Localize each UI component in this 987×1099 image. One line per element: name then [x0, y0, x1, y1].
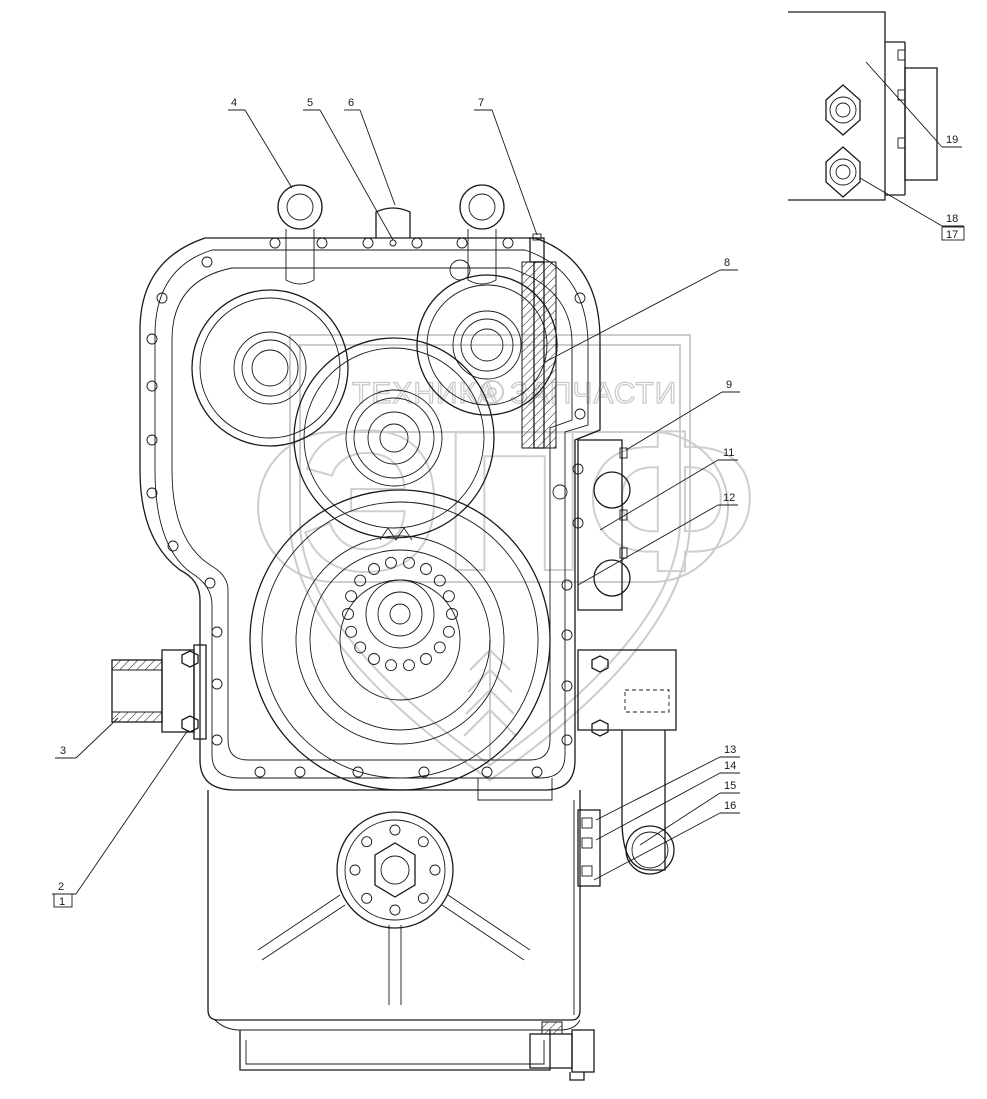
callout-1: 1 [59, 896, 65, 908]
flange-bolt [361, 836, 373, 848]
callout-9: 9 [726, 379, 732, 391]
hub-bolt [368, 563, 380, 575]
callout-5: 5 [307, 97, 313, 109]
hub-bolt [446, 608, 458, 620]
flange-bolt [361, 892, 373, 904]
callout-14: 14 [724, 760, 736, 772]
hub-bolt [368, 653, 380, 665]
callout-12: 12 [723, 492, 735, 504]
callout-13: 13 [724, 744, 736, 756]
lower-housing [207, 790, 595, 1081]
hub-bolt [433, 574, 446, 587]
hub-bolt [442, 625, 455, 638]
flange-bolt [417, 836, 429, 848]
output-hub-bolt-ring [342, 556, 458, 672]
watermark-wheat-icon [463, 640, 517, 760]
flange-bolt [429, 864, 441, 876]
shift-shaft [521, 233, 557, 449]
detail-view [788, 11, 938, 201]
callouts: 4 5 6 7 8 9 11 12 3 2 1 13 14 15 16 19 1… [52, 61, 965, 908]
hub-bolt [403, 556, 415, 569]
side-cover [577, 439, 631, 611]
gear-center [293, 337, 495, 539]
callout-6: 6 [348, 97, 354, 109]
callout-19: 19 [946, 134, 958, 146]
callout-18: 18 [946, 213, 958, 225]
oil-filter-assembly [577, 649, 677, 887]
input-flange-left [111, 644, 207, 740]
callout-15: 15 [724, 780, 736, 792]
callout-16: 16 [724, 800, 736, 812]
hub-bolt [385, 659, 397, 672]
flange-bolt [389, 904, 401, 916]
hub-bolt [385, 556, 397, 569]
callout-2: 2 [58, 881, 64, 893]
flange-bolt [417, 892, 429, 904]
hub-bolt [433, 641, 446, 654]
callout-4: 4 [231, 97, 237, 109]
output-flange-bolts [349, 824, 441, 916]
lifting-eye-left [277, 184, 323, 285]
hub-bolt [345, 625, 358, 638]
hub-bolt [345, 590, 358, 603]
hub-bolt [403, 659, 415, 672]
output-flange [257, 811, 531, 1005]
callout-17: 17 [946, 229, 958, 241]
callout-3: 3 [60, 745, 66, 757]
gear-output-large [249, 489, 551, 791]
callout-11: 11 [723, 447, 734, 459]
hub-bolt [342, 608, 354, 620]
flange-bolt [389, 824, 401, 836]
flange-bolts [146, 237, 586, 778]
hub-bolt [420, 653, 432, 665]
callout-7: 7 [478, 97, 484, 109]
hub-bolt [354, 641, 367, 654]
hub-bolt [354, 574, 367, 587]
breather [375, 207, 411, 247]
hub-bolt [442, 590, 455, 603]
flange-bolt [349, 864, 361, 876]
gear-upper-left [191, 289, 349, 447]
callout-8: 8 [724, 257, 730, 269]
watermark-gear-icon [480, 380, 504, 404]
lifting-eye-right [449, 184, 505, 285]
hub-bolt [420, 563, 432, 575]
